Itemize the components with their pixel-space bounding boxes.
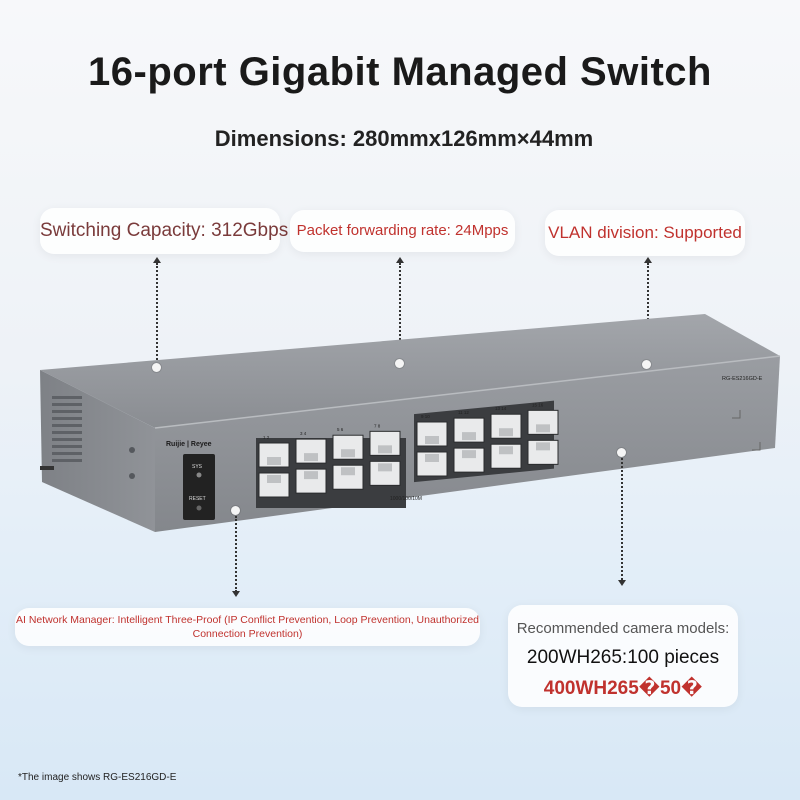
port-latch [462,450,476,459]
marker-dot [642,360,651,369]
port-latch [267,475,281,483]
port-latch [499,446,513,455]
arrow-up-icon [644,257,652,263]
arrow-up-icon [153,257,161,263]
port-number-label: 9 10 [421,414,430,419]
arrow-down-icon [232,591,240,597]
port-latch [425,436,439,444]
ai-network-manager-callout: AI Network Manager: Intelligent Three-Pr… [15,608,480,646]
port-latch [462,432,476,441]
port-number-label: 15 16 [532,402,544,407]
svg-text:SYS: SYS [192,464,203,470]
packet-forwarding-callout: Packet forwarding rate: 24Mpps [290,210,515,252]
camera-line-200w: 200WH265:100 pieces [526,647,720,668]
port-latch [499,428,513,437]
port-number-label: 11 12 [458,410,469,415]
port-number-label: 7 8 [374,423,381,428]
leader-line [647,263,649,363]
port-number-label: 1 2 [263,435,270,440]
port-latch [341,449,355,458]
port-latch [304,471,318,480]
port-latch [536,442,550,451]
arrow-down-icon [618,580,626,586]
leader-line [399,263,401,359]
port-latch [378,445,392,454]
port-group-right: 9 10 11 12 13 14 15 16 [416,402,559,477]
chassis-top [40,314,780,428]
model-label: RG-ES216GD-E [722,376,763,382]
speed-label: 1000/100/10M [390,496,422,502]
port-latch [378,463,392,472]
marker-dot [395,359,404,368]
leader-line [621,458,623,580]
port-latch [536,424,550,433]
port-number-label: 13 14 [495,406,507,411]
camera-line-400w: 400WH265�50� [543,678,703,699]
footnote: *The image shows RG-ES216GD-E [18,772,177,783]
ethernet-port [258,472,290,498]
port-number-label: 5 6 [337,427,344,432]
port-number-label: 3 4 [300,431,307,436]
camera-recommendation-callout: Recommended camera models: 200WH265:100 … [508,605,738,707]
marker-dot [231,506,240,515]
port-latch [425,454,439,462]
marker-dot [617,448,626,457]
port-latch [267,457,281,465]
port-group-left: 1 2 3 4 5 6 7 8 [258,423,401,498]
led-panel [183,454,215,520]
port-latch [304,453,318,462]
camera-title: Recommended camera models: [516,620,730,637]
dimensions-text: Dimensions: 280mmx126mm×44mm [214,126,594,151]
svg-text:RESET: RESET [189,496,206,502]
marker-dot [152,363,161,372]
leader-line [235,516,237,592]
vlan-callout: VLAN division: Supported [545,210,745,256]
ethernet-port [416,421,448,447]
page-title: 16-port Gigabit Managed Switch [88,50,712,94]
leader-line [156,263,158,363]
brand-logo: Ruijie | Reyee [166,441,212,448]
switching-capacity-callout: Switching Capacity: 312Gbps [40,208,288,254]
switch-device-image: Ruijie | Reyee SYS RESET 1 2 3 4 5 6 7 8 9 … [40,314,781,532]
arrow-up-icon [396,257,404,263]
port-latch [341,467,355,476]
